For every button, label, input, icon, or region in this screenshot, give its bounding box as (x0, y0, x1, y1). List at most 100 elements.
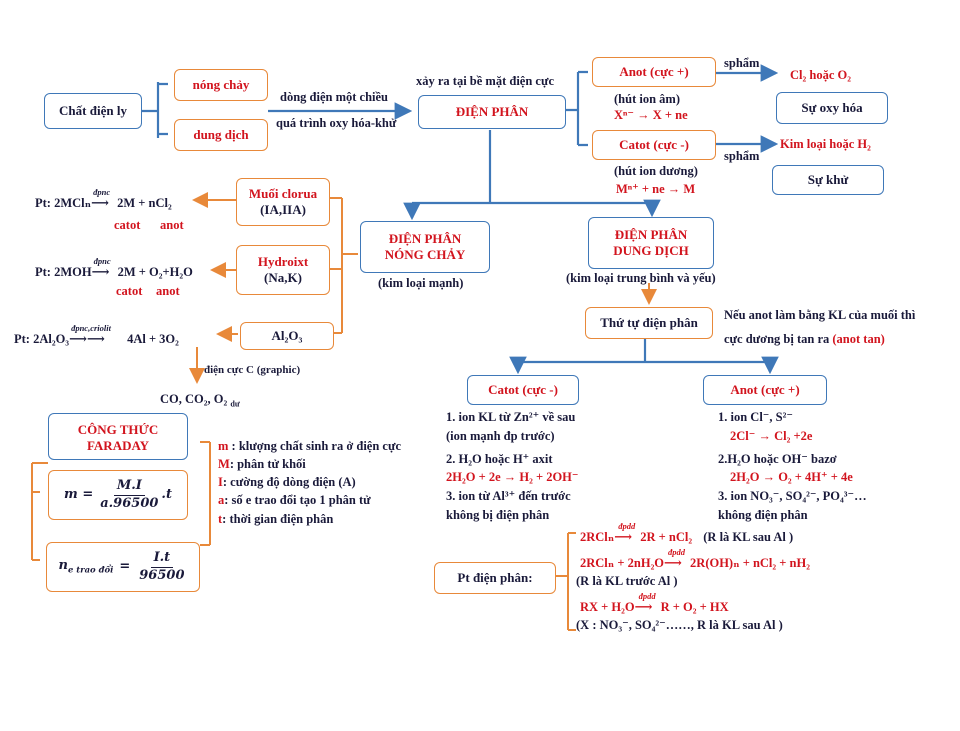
order-box: Thứ tự điện phân (585, 307, 713, 339)
cathode-rule-1: 1. ion KL từ Zn²⁺ về sau (446, 410, 576, 424)
cathode-rxn-text: Mⁿ⁺ + ne → M (616, 182, 696, 196)
eq1-catot: catot (114, 218, 141, 232)
ne-eq: = (119, 558, 131, 574)
cathode2-box: Catot (cực -) (467, 375, 579, 405)
faraday-line1: CÔNG THỨC (77, 422, 159, 437)
gases-text: CO, CO₂, O₂ dư (160, 392, 240, 409)
r1-over: đpdd (618, 521, 636, 531)
legend-I-key: I (218, 475, 223, 490)
eq2-anot: anot (156, 284, 180, 298)
ne-sub: e trao đổi (67, 565, 114, 576)
redox-text: quá trình oxy hóa-khử (276, 116, 397, 130)
hydroxide-line1: Hydroixt (257, 253, 309, 269)
eq2-right: 2M + O₂+H₂O (117, 265, 193, 279)
oxidation-box: Sự oxy hóa (776, 92, 888, 124)
r3-right: R + O₂ + HX (660, 600, 729, 614)
cathode-attract-text: (hút ion dương) (614, 164, 698, 178)
solution-label: dung dịch (193, 126, 249, 142)
order-label: Thứ tự điện phân (600, 314, 698, 330)
r1-right: 2R + nCl₂ (640, 530, 693, 544)
legend-a-key: a (218, 493, 225, 508)
legend-m-key: m (218, 439, 229, 453)
anode-rule-4: 2H₂O → O₂ + 4H⁺ + 4e (730, 470, 853, 485)
pt-electrolysis-box: Pt điện phân: (434, 562, 556, 594)
cathode-label: Catot (cực -) (619, 136, 689, 152)
electrolyte-label: Chất điện ly (59, 102, 127, 118)
cathode-rule-2: (ion mạnh đp trước) (446, 428, 555, 443)
cathode-rule-6: không bị điện phân (446, 507, 550, 522)
pt-electrolysis-label: Pt điện phân: (457, 569, 533, 585)
legend-m: m : klượng chất sinh ra ở điện cực (218, 437, 408, 455)
reduction-box: Sự khử (772, 165, 884, 195)
r2-left: 2RClₙ + 2nH₂O (580, 556, 665, 570)
ne-num: I.t (150, 550, 174, 568)
chloride-line1: Muối clorua (248, 185, 318, 201)
legend-M-key: M (218, 457, 230, 472)
anode-note-2-text: cực dương bị tan ra (724, 332, 830, 346)
surface-text: xảy ra tại bề mặt điện cực (416, 74, 555, 88)
product-label-2: sphẩm (724, 149, 760, 163)
eq1-over: đpnc (93, 187, 111, 197)
r3-over: đpdd (638, 591, 656, 601)
faraday-legend: m : klượng chất sinh ra ở điện cực M: ph… (218, 437, 408, 528)
gases-sub: dư (230, 399, 240, 409)
anode-product: Cl₂ hoặc O₂ (790, 68, 851, 82)
eq1-right: 2M + nCl₂ (117, 196, 172, 210)
r2-right: 2R(OH)ₙ + nCl₂ + nH₂ (690, 556, 810, 570)
anode-attract-text: (hút ion âm) (614, 92, 680, 106)
electrolysis-label: ĐIỆN PHÂN (455, 103, 529, 119)
legend-I: I: cường độ dòng điện (A) (218, 473, 408, 491)
legend-a: a: số e trao đổi tạo 1 phân tử (218, 491, 408, 509)
oxidation-label: Sự oxy hóa (801, 99, 863, 115)
legend-m-text: : klượng chất sinh ra ở điện cực (228, 439, 402, 453)
eq1-anot: anot (160, 218, 184, 232)
eq2-left: Pt: 2MOH (35, 265, 92, 279)
r1-left: 2RClₙ (580, 530, 615, 544)
solution-note: (kim loại trung bình và yếu) (566, 271, 716, 285)
legend-t-key: t (218, 511, 223, 526)
legend-M: M: phân tử khối (218, 455, 408, 473)
legend-a-text: : số e trao đổi tạo 1 phân tử (224, 493, 371, 508)
r2-note: (R là KL trước Al ) (576, 574, 678, 588)
eq3-left: Pt: 2Al₂O₃ (14, 332, 70, 346)
anode-rxn-text: Xⁿ⁻ → X + ne (614, 108, 688, 122)
mass-num: M.I (113, 478, 145, 496)
cathode-rule-4: 2H₂O + 2e → H₂ + 2OH⁻ (446, 470, 579, 485)
electrolyte-box: Chất điện ly (44, 93, 142, 129)
gases-main: CO, CO₂, O₂ (160, 392, 228, 406)
hydroxide-box: Hydroixt (Na,K) (236, 245, 330, 295)
eq1-left: Pt: 2MClₙ (35, 196, 92, 210)
faraday-line2: FARADAY (86, 438, 150, 454)
alumina-box: Al₂O₃ (240, 322, 334, 350)
anode-rule-6: không điện phân (718, 507, 808, 522)
anode2-label: Anot (cực +) (730, 381, 800, 397)
cathode-rules: 1. ion KL từ Zn²⁺ về sau (ion mạnh đp tr… (446, 408, 579, 525)
anode-rule-2: 2Cl⁻ → Cl₂ +2e (730, 428, 813, 443)
melt-note: (kim loại mạnh) (378, 276, 464, 290)
anode-note-1: Nếu anot làm bằng KL của muối thì (724, 308, 916, 322)
melt-elec-line1: ĐIỆN PHÂN (388, 230, 462, 246)
melt-label: nóng chảy (192, 76, 250, 92)
eq3-over: đpnc,criolit (71, 323, 111, 333)
anode-rule-3: 2.H₂O hoặc OH⁻ bazơ (718, 451, 837, 466)
chloride-line2: (IA,IIA) (260, 202, 306, 217)
cathode-rule-5: 3. ion từ Al³⁺ đến trước (446, 489, 571, 503)
eq2-over: đpnc (93, 256, 111, 266)
melt-box: nóng chảy (174, 69, 268, 101)
anode-note-2: cực dương bị tan ra (anot tan) (724, 332, 885, 347)
alumina-label: Al₂O₃ (271, 327, 303, 343)
legend-I-text: : cường độ dòng điện (A) (222, 475, 356, 490)
eq3-right: 4Al + 3O₂ (127, 332, 179, 346)
sol-elec-line2: DUNG DỊCH (613, 243, 689, 258)
anode-rule-5: 3. ion NO₃⁻, SO₄²⁻, PO₄³⁻… (718, 489, 867, 503)
r1-note: (R là KL sau Al ) (703, 530, 794, 544)
dc-current-text: dòng điện một chiều (280, 90, 389, 104)
graphite-text: điện cực C (graphic) (204, 364, 301, 376)
cathode-box: Catot (cực -) (592, 130, 716, 160)
